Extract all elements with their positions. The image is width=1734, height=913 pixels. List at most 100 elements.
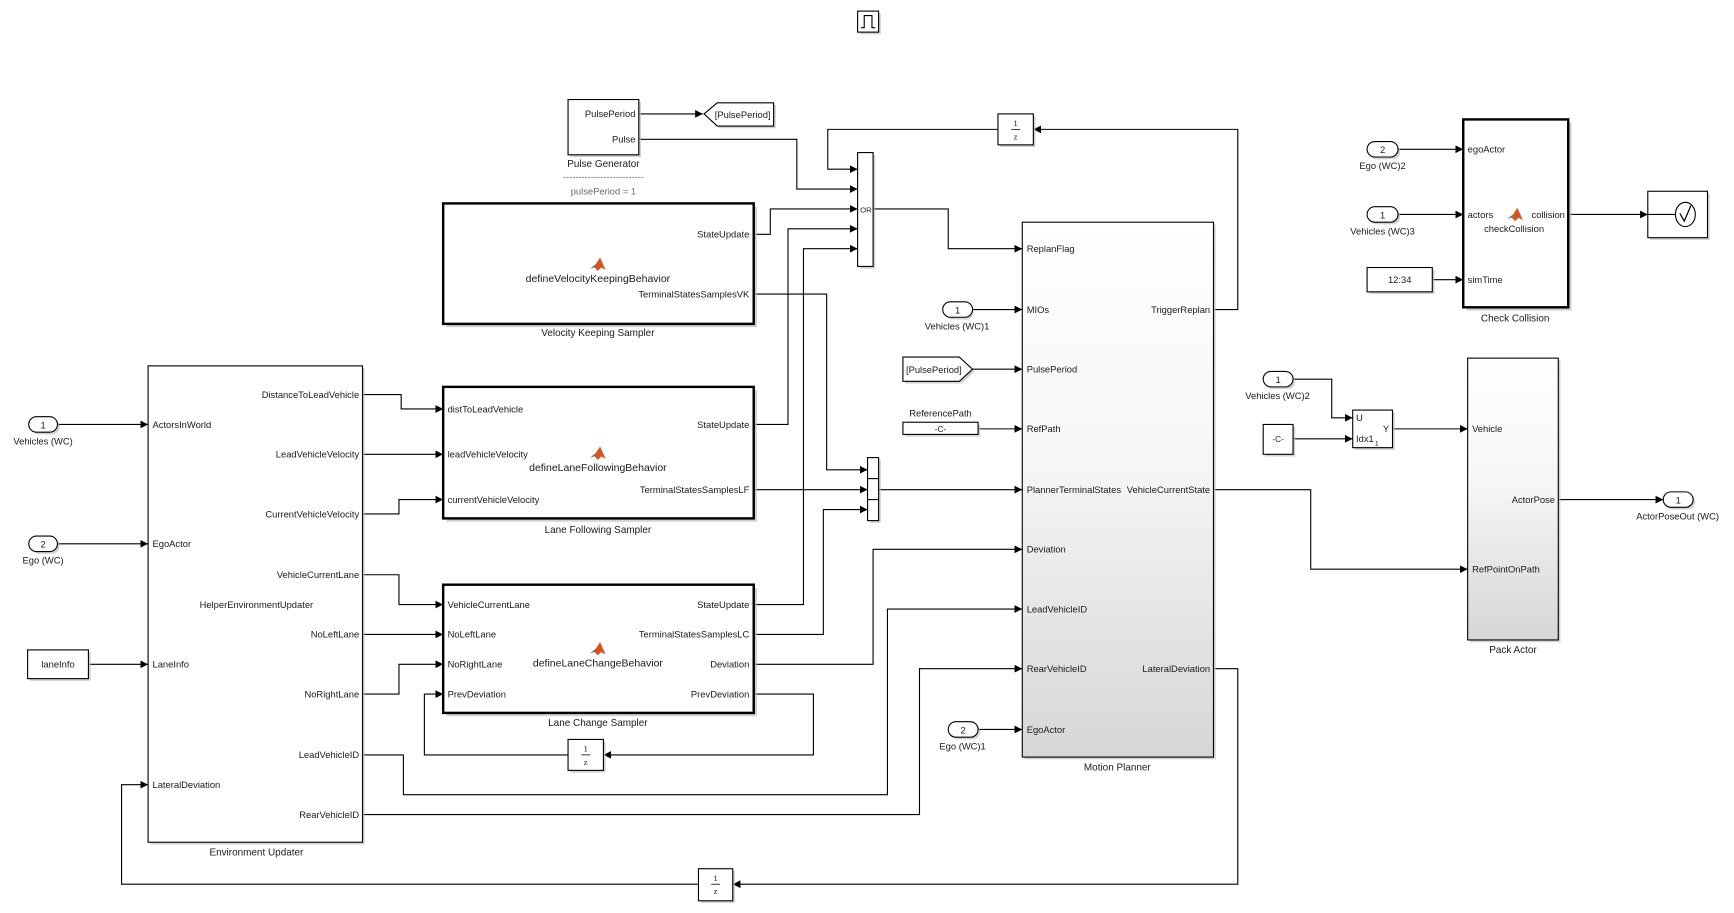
lane-info-constant[interactable]: laneInfo bbox=[27, 649, 91, 681]
wire-vehicle-current-state[interactable] bbox=[1213, 489, 1468, 574]
port-lc-no-right-lane: NoRightLane bbox=[448, 659, 503, 670]
wire-or-to-replan-flag[interactable] bbox=[873, 208, 1023, 253]
reference-path-value: -C- bbox=[935, 425, 947, 434]
wire-lc-state-update[interactable] bbox=[753, 244, 858, 606]
wire-lc-prev-deviation-out[interactable] bbox=[603, 693, 814, 759]
port-cc-sim-time: simTime bbox=[1468, 274, 1503, 285]
port-env-lateral-deviation: LateralDeviation bbox=[153, 779, 221, 790]
lane-following-sampler-block[interactable]: defineLaneFollowingBehavior distToLeadVe… bbox=[441, 385, 758, 522]
inport-vehicles-wc[interactable]: 1 bbox=[28, 416, 60, 435]
port-lf-terminal-states: TerminalStatesSamplesLF bbox=[640, 484, 750, 495]
pulse-generator-block[interactable]: PulsePeriod Pulse bbox=[567, 98, 641, 158]
wire-current-velocity[interactable] bbox=[362, 495, 444, 515]
inport-ego-wc2[interactable]: 2 bbox=[1366, 140, 1401, 160]
velocity-keeping-sampler-block[interactable]: defineVelocityKeepingBehavior StateUpdat… bbox=[441, 202, 758, 328]
inport-ego-wc[interactable]: 2 bbox=[28, 535, 60, 554]
unit-delay-prev-deviation[interactable]: 1 z bbox=[567, 738, 606, 773]
port-vehicle: Vehicle bbox=[1472, 423, 1502, 434]
pulse-period-annotation: pulsePeriod = 1 bbox=[571, 186, 636, 197]
assertion-block[interactable] bbox=[1647, 190, 1710, 240]
selector-index-value: -C- bbox=[1272, 435, 1284, 444]
port-actors-in-world: ActorsInWorld bbox=[153, 419, 212, 430]
port-lc-deviation: Deviation bbox=[710, 659, 749, 670]
delay-numerator: 1 bbox=[584, 744, 588, 754]
port-lead-vehicle-velocity: leadVehicleVelocity bbox=[448, 449, 529, 460]
port-planner-terminal-states: PlannerTerminalStates bbox=[1027, 484, 1122, 495]
inport-number: 1 bbox=[1380, 209, 1385, 220]
wire-lc-terminal-states[interactable] bbox=[753, 505, 868, 635]
port-lead-vehicle-id-in: LeadVehicleID bbox=[1027, 603, 1088, 614]
pack-actor-block[interactable]: Vehicle RefPointOnPath ActorPose bbox=[1467, 357, 1561, 643]
inport-vehicles-wc1[interactable]: 1 bbox=[942, 301, 974, 320]
pulse-icon[interactable] bbox=[857, 10, 881, 35]
wire-vk-state-update[interactable] bbox=[753, 205, 858, 235]
wire-lf-state-update[interactable] bbox=[753, 224, 858, 426]
wire-delay-to-or[interactable] bbox=[827, 128, 998, 174]
port-lc-prev-deviation-out: PrevDeviation bbox=[691, 688, 749, 699]
port-current-vehicle-velocity-out: CurrentVehicleVelocity bbox=[265, 508, 359, 519]
port-ref-point-on-path: RefPointOnPath bbox=[1472, 564, 1540, 575]
wire-pulse-to-or[interactable] bbox=[638, 138, 858, 193]
selector-index-constant[interactable]: -C- bbox=[1262, 423, 1296, 457]
wire-lateral-deviation-feedback[interactable] bbox=[732, 668, 1239, 889]
reference-path-name: ReferencePath bbox=[909, 408, 972, 419]
port-cc-actors: actors bbox=[1468, 209, 1494, 220]
lane-change-sampler-label: Lane Change Sampler bbox=[548, 718, 648, 729]
wire-dist-to-lead[interactable] bbox=[362, 394, 444, 413]
unit-delay-replan[interactable]: 1 z bbox=[997, 113, 1036, 148]
port-lead-vehicle-id-out: LeadVehicleID bbox=[299, 749, 360, 760]
logical-or-block[interactable]: OR bbox=[857, 152, 876, 269]
lf-function-name: defineLaneFollowingBehavior bbox=[529, 463, 667, 474]
lc-function-name: defineLaneChangeBehavior bbox=[533, 658, 664, 669]
inport-ego-wc1[interactable]: 2 bbox=[947, 721, 981, 740]
inport-ego-wc2-label: Ego (WC)2 bbox=[1359, 160, 1405, 171]
inport-ego-wc1-label: Ego (WC)1 bbox=[939, 740, 985, 751]
wire-vehicle-current-lane[interactable] bbox=[362, 574, 444, 609]
wire-lead-vehicle-id[interactable] bbox=[362, 605, 1023, 796]
wire-trigger-replan-to-delay[interactable] bbox=[1033, 125, 1239, 311]
port-lc-vehicle-current-lane: VehicleCurrentLane bbox=[448, 599, 530, 610]
check-collision-block[interactable]: checkCollision egoActor actors simTime c… bbox=[1462, 118, 1572, 311]
reference-path-constant[interactable]: -C- bbox=[902, 421, 981, 437]
wire-vehicles-wc2[interactable] bbox=[1293, 378, 1353, 422]
from-pulse-period-tag[interactable]: [PulsePeriod] bbox=[902, 356, 975, 384]
mux-block[interactable] bbox=[867, 457, 881, 523]
motion-planner-block[interactable]: ReplanFlag MIOs PulsePeriod RefPath Plan… bbox=[1021, 221, 1216, 760]
wire-lc-deviation[interactable] bbox=[753, 545, 1023, 665]
environment-updater-block[interactable]: HelperEnvironmentUpdater ActorsInWorld E… bbox=[147, 365, 365, 845]
inport-number: 1 bbox=[1276, 374, 1281, 385]
wire-delay-to-lateral-deviation[interactable] bbox=[121, 780, 699, 885]
inport-number: 2 bbox=[961, 724, 966, 735]
velocity-keeping-sampler-label: Velocity Keeping Sampler bbox=[541, 328, 655, 339]
wire-no-right-lane[interactable] bbox=[362, 660, 444, 695]
port-collision: collision bbox=[1532, 209, 1565, 220]
inport-vehicles-wc3[interactable]: 1 bbox=[1366, 206, 1401, 225]
wire-rear-vehicle-id[interactable] bbox=[362, 664, 1023, 816]
outport-actor-pose-out[interactable]: 1 bbox=[1662, 491, 1696, 510]
inport-number: 1 bbox=[955, 304, 960, 315]
inport-vehicles-wc1-label: Vehicles (WC)1 bbox=[925, 320, 990, 331]
delay-denominator: z bbox=[714, 886, 718, 896]
signal-lines bbox=[57, 110, 1664, 889]
selector-block[interactable]: U Idx1 1 Y bbox=[1352, 409, 1395, 450]
lane-change-sampler-block[interactable]: defineLaneChangeBehavior VehicleCurrentL… bbox=[441, 583, 758, 717]
inport-number: 1 bbox=[40, 419, 45, 430]
pack-actor-label: Pack Actor bbox=[1489, 645, 1537, 656]
unit-delay-lateral-deviation[interactable]: 1 z bbox=[697, 868, 735, 903]
goto-tag-text: [PulsePeriod] bbox=[715, 109, 771, 120]
goto-pulse-period-tag[interactable]: [PulsePeriod] bbox=[703, 102, 776, 129]
port-pulse-period: PulsePeriod bbox=[585, 108, 636, 119]
lane-following-sampler-label: Lane Following Sampler bbox=[545, 525, 652, 536]
inport-vehicles-wc2[interactable]: 1 bbox=[1262, 370, 1296, 390]
port-cc-ego-actor: egoActor bbox=[1468, 144, 1506, 155]
inport-number: 2 bbox=[1380, 144, 1385, 155]
port-dist-to-lead-vehicle: distToLeadVehicle bbox=[448, 403, 524, 414]
outport-number: 1 bbox=[1676, 494, 1681, 505]
clock-display-block[interactable]: 12:34 bbox=[1366, 266, 1435, 295]
environment-updater-label: Environment Updater bbox=[209, 847, 304, 858]
wire-vk-terminal-states[interactable] bbox=[753, 293, 868, 474]
port-vehicle-current-state: VehicleCurrentState bbox=[1127, 484, 1210, 495]
wire-delay-to-prev-deviation[interactable] bbox=[423, 690, 569, 756]
port-lc-terminal-states: TerminalStatesSamplesLC bbox=[639, 629, 750, 640]
